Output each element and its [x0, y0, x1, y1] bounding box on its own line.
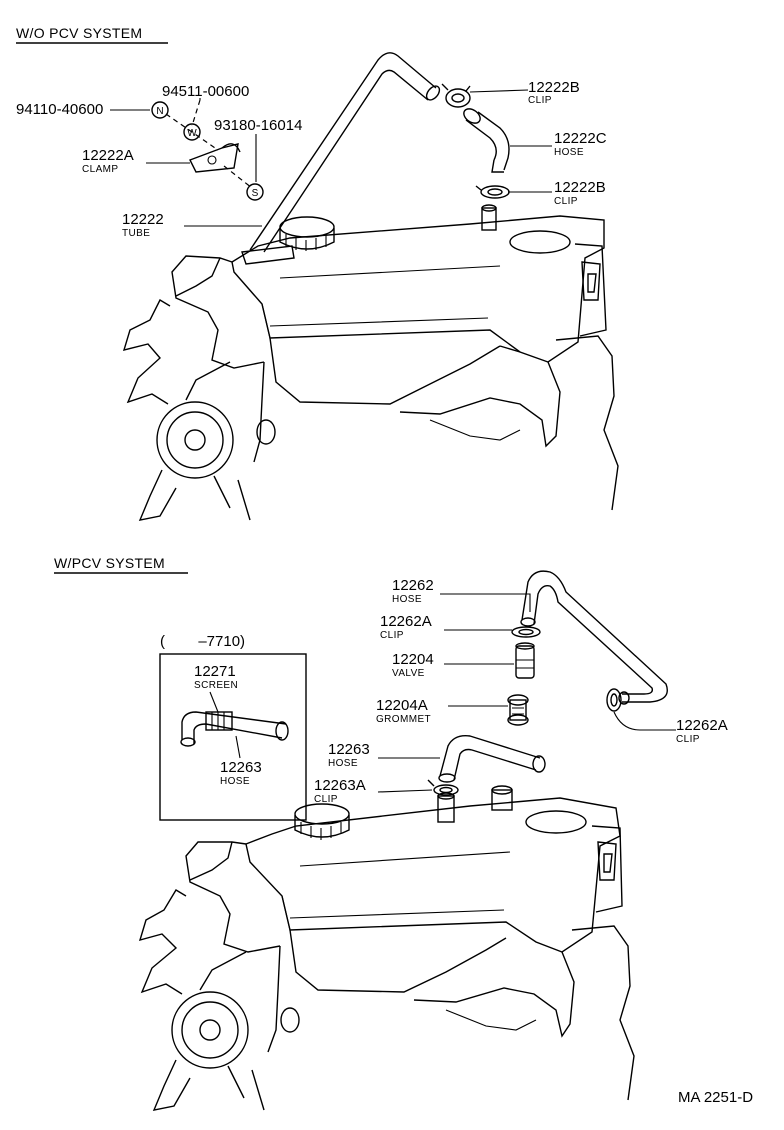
valve-12204 — [515, 642, 535, 679]
label-12262-name: HOSE — [392, 594, 422, 605]
clip-12222B-low — [475, 185, 510, 199]
breather-nipple-top — [481, 207, 497, 231]
label-12222C-name: HOSE — [554, 147, 584, 158]
marker-w — [183, 123, 201, 141]
label-12222: 12222 — [122, 211, 164, 228]
hose-12263 — [438, 735, 546, 783]
crank-pulley-top — [156, 401, 234, 479]
inset-title: ( –7710) — [160, 633, 245, 650]
nipple-left-bottom — [437, 795, 455, 823]
tube-12222 — [241, 52, 441, 265]
valve-cover-top — [231, 215, 605, 363]
label-12222A-name: CLAMP — [82, 164, 118, 175]
label-12204: 12204 — [392, 651, 434, 668]
nipple-right-bottom — [491, 789, 513, 811]
hose-12262 — [520, 570, 668, 705]
label-12204-name: VALVE — [392, 668, 425, 679]
label-12263A: 12263A — [314, 777, 366, 794]
label-12222C: 12222C — [554, 130, 607, 147]
label-12204A-name: GROMMET — [376, 714, 431, 725]
bottom-section: W/PCV SYSTEM ( –7710) 12271 SCREEN 12263… — [54, 555, 753, 1111]
label-12222B-top-name: CLIP — [528, 95, 552, 106]
label-12262: 12262 — [392, 577, 434, 594]
oil-filler-cap-top — [279, 216, 335, 238]
figure-code: MA 2251-D — [678, 1089, 753, 1106]
label-12263-inset: 12263 — [220, 759, 262, 776]
label-12222A: 12222A — [82, 147, 134, 164]
label-12271: 12271 — [194, 663, 236, 680]
label-12262A-left: 12262A — [380, 613, 432, 630]
label-12222-name: TUBE — [122, 228, 150, 239]
label-12263-inset-name: HOSE — [220, 776, 250, 787]
label-12222B-low: 12222B — [554, 179, 606, 196]
label-12263: 12263 — [328, 741, 370, 758]
marker-n — [151, 101, 169, 119]
label-12222B-top: 12222B — [528, 79, 580, 96]
label-12262A-right: 12262A — [676, 717, 728, 734]
clip-12262A-right — [606, 688, 676, 731]
svg-text:S: S — [252, 188, 259, 199]
engine-top — [122, 204, 619, 521]
top-section: W/O PCV SYSTEM — [16, 25, 619, 521]
label-12271-name: SCREEN — [194, 680, 238, 691]
label-12262A-left-name: CLIP — [380, 630, 404, 641]
label-93180: 93180-16014 — [214, 117, 302, 134]
clamp-12222A — [189, 143, 241, 173]
inset-hose — [181, 711, 287, 744]
clip-12262A-left — [511, 626, 541, 638]
svg-text:W: W — [187, 128, 197, 139]
fan-blade-top — [122, 299, 171, 405]
marker-s — [246, 183, 264, 201]
svg-text:N: N — [156, 106, 163, 117]
inset-box: ( –7710) 12271 SCREEN 12263 HOSE — [159, 633, 307, 821]
fan-blade-bottom — [138, 889, 187, 995]
label-12262A-right-name: CLIP — [676, 734, 700, 745]
label-94511: 94511-00600 — [162, 83, 249, 100]
label-12204A: 12204A — [376, 697, 428, 714]
crank-pulley-bottom — [171, 991, 249, 1069]
clip-12222B-top — [441, 83, 471, 108]
label-12222B-low-name: CLIP — [554, 196, 578, 207]
top-section-title: W/O PCV SYSTEM — [16, 25, 142, 41]
label-94110: 94110-40600 — [16, 101, 103, 118]
oil-filler-cap-bottom — [294, 803, 350, 825]
inset-screen — [205, 711, 233, 731]
grommet-12204A — [507, 694, 529, 726]
label-12263-name: HOSE — [328, 758, 358, 769]
bottom-section-title: W/PCV SYSTEM — [54, 555, 165, 571]
hose-12222C — [463, 108, 510, 173]
engine-bottom — [138, 785, 635, 1111]
label-12263A-name: CLIP — [314, 794, 338, 805]
